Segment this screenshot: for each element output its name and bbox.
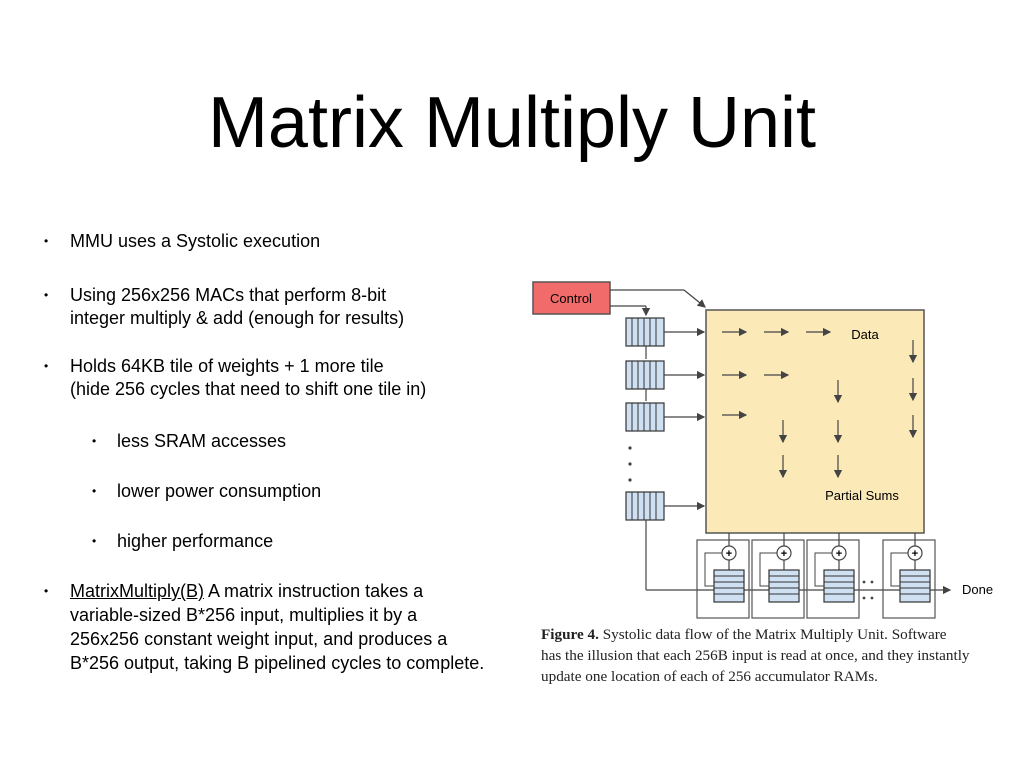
bullet-text: MatrixMultiply(B) A matrix instruction t… bbox=[70, 580, 423, 603]
bullet-text: Using 256x256 MACs that perform 8-bit bbox=[70, 285, 387, 305]
bullet-text: integer multiply & add (enough for resul… bbox=[70, 308, 405, 328]
sub-bullet-text: lower power consumption bbox=[117, 481, 322, 501]
bullet-dot: • bbox=[92, 484, 97, 498]
bullet-text: 256x256 constant weight input, and produ… bbox=[70, 629, 448, 649]
bullet-dot: • bbox=[44, 359, 49, 373]
adder-sign: + bbox=[781, 548, 787, 560]
bullet-text: (hide 256 cycles that need to shift one … bbox=[70, 379, 427, 399]
input-fifos bbox=[625, 317, 665, 521]
bullet-text: B*256 output, taking B pipelined cycles … bbox=[70, 653, 485, 673]
bullet-dot: • bbox=[44, 288, 49, 302]
sub-bullet-text: higher performance bbox=[117, 531, 274, 551]
systolic-array bbox=[705, 309, 925, 534]
control-box bbox=[532, 281, 611, 315]
caption-line: has the illusion that each 256B input is… bbox=[541, 647, 970, 664]
bullet-text: Holds 64KB tile of weights + 1 more tile bbox=[70, 356, 384, 376]
adder-sign: + bbox=[726, 548, 732, 560]
bullet-dot: • bbox=[92, 434, 97, 448]
caption-label: Figure 4. bbox=[541, 626, 599, 643]
caption-line: update one location of each of 256 accum… bbox=[541, 668, 878, 685]
slide-title: Matrix Multiply Unit bbox=[207, 83, 817, 163]
caption-text: Systolic data flow of the Matrix Multipl… bbox=[598, 626, 947, 643]
bullet-dot: • bbox=[92, 534, 97, 548]
bullet-dot: • bbox=[44, 584, 49, 598]
adder-sign: + bbox=[836, 548, 842, 560]
accumulators: + + + bbox=[696, 533, 936, 619]
matrix-multiply-link[interactable]: MatrixMultiply(B) bbox=[70, 581, 205, 601]
caption-line: Figure 4. Systolic data flow of the Matr… bbox=[541, 624, 1021, 645]
bullet-text: variable-sized B*256 input, multiplies i… bbox=[70, 605, 418, 625]
control-label: Control bbox=[550, 291, 592, 306]
figure-caption: Figure 4. Systolic data flow of the Matr… bbox=[541, 624, 1021, 687]
systolic-diagram: Control Data Partial Sums bbox=[532, 281, 993, 619]
done-label: Done bbox=[962, 582, 993, 597]
bullet-text: MMU uses a Systolic execution bbox=[70, 231, 321, 251]
data-label: Data bbox=[851, 327, 879, 342]
adder-sign: + bbox=[912, 548, 918, 560]
partial-sums-label: Partial Sums bbox=[825, 488, 899, 503]
sub-bullet-text: less SRAM accesses bbox=[117, 431, 287, 451]
bullet-text-rest: A matrix instruction takes a bbox=[204, 581, 424, 601]
bullet-dot: • bbox=[44, 234, 49, 248]
